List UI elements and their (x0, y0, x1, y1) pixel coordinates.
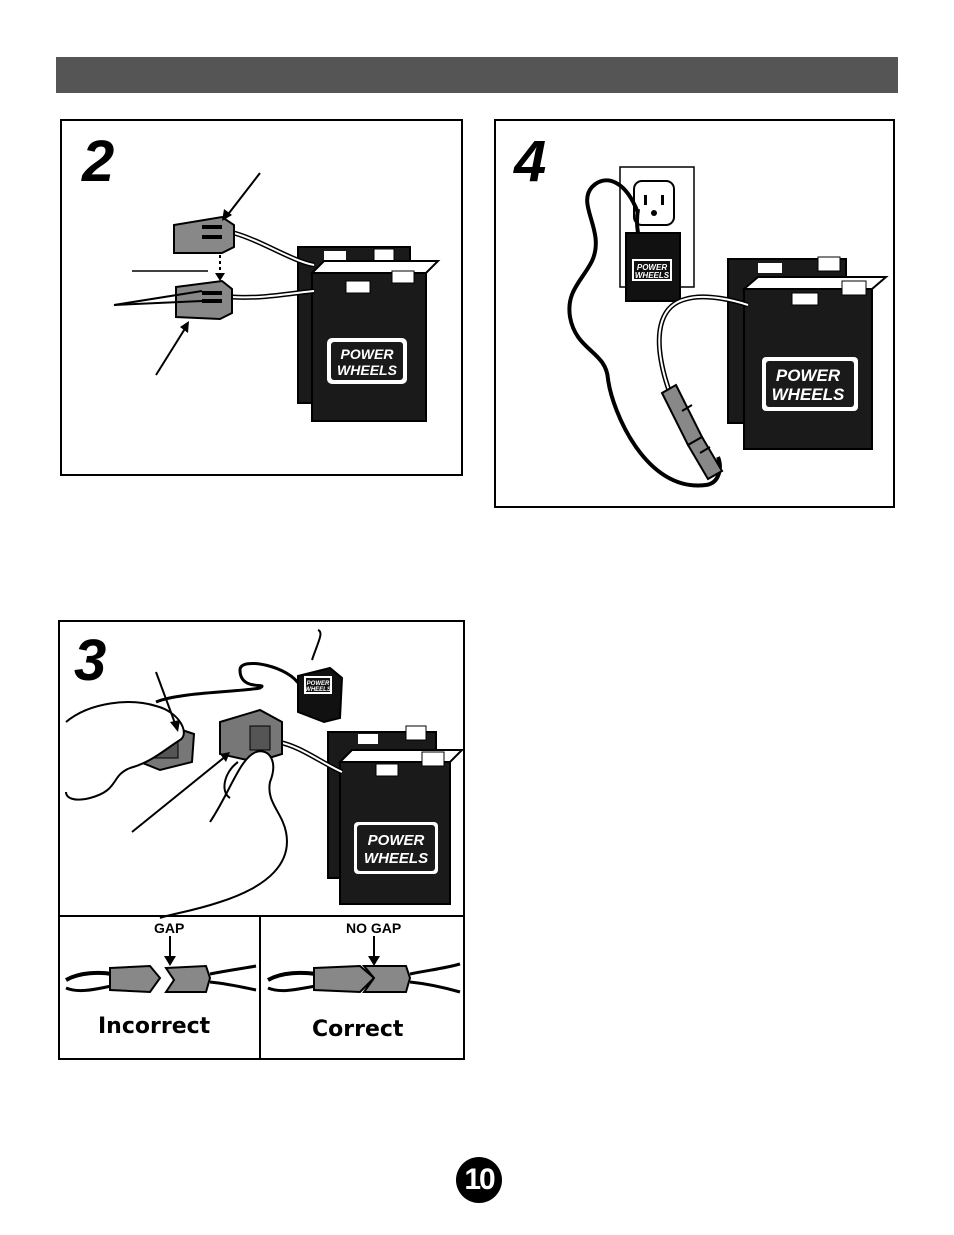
wall-outlet (619, 166, 695, 288)
section-header-bar (56, 57, 898, 93)
lower-connector (175, 279, 233, 321)
correct-label: Correct (312, 1017, 404, 1042)
adapter-logo-line1: POWER (637, 263, 667, 272)
inline-connector (660, 383, 724, 481)
power-wheels-logo-line1: POWER (341, 346, 395, 362)
adapter-logo-line2: WHEELS (635, 271, 670, 280)
charger-adapter: POWER WHEELS (297, 666, 344, 724)
step-4-panel: 4 POWER WHEELS (494, 119, 895, 508)
gap-caption: GAP (154, 920, 185, 936)
right-hand (159, 750, 288, 919)
step-2-number: 2 (82, 129, 115, 194)
battery-front: POWER WHEELS (337, 749, 463, 905)
battery-front: POWER WHEELS (309, 260, 441, 422)
power-wheels-logo-line1: POWER (776, 366, 841, 385)
step-2-illustration: POWER WHEELS (113, 172, 441, 422)
step-4-illustration: POWER WHEELS POWER WHEELS (567, 166, 889, 488)
battery-front: POWER WHEELS (741, 276, 889, 450)
step-3-panel: 3 POWER WHEELS POWER WHEELS (58, 620, 465, 1060)
upper-connector (173, 215, 235, 254)
correct-connector-diagram (267, 936, 461, 994)
power-wheels-logo-line2: WHEELS (364, 850, 428, 867)
step-4-number: 4 (514, 129, 547, 194)
adapter-logo-line2: WHEELS (305, 687, 331, 693)
incorrect-label: Incorrect (98, 1014, 211, 1039)
step-3-illustration: POWER WHEELS POWER WHEELS (60, 629, 463, 1058)
step-3-number: 3 (74, 628, 107, 693)
power-wheels-logo-line2: WHEELS (772, 385, 845, 404)
left-hand (65, 701, 185, 801)
adapter-logo-line1: POWER (307, 681, 330, 687)
page-number: 10 (456, 1157, 502, 1203)
incorrect-connector-diagram (65, 936, 257, 994)
power-wheels-logo-line1: POWER (368, 832, 425, 849)
no-gap-caption: NO GAP (346, 920, 402, 936)
power-wheels-logo-line2: WHEELS (337, 362, 398, 378)
step-2-panel: 2 POWER WHEELS (60, 119, 463, 476)
